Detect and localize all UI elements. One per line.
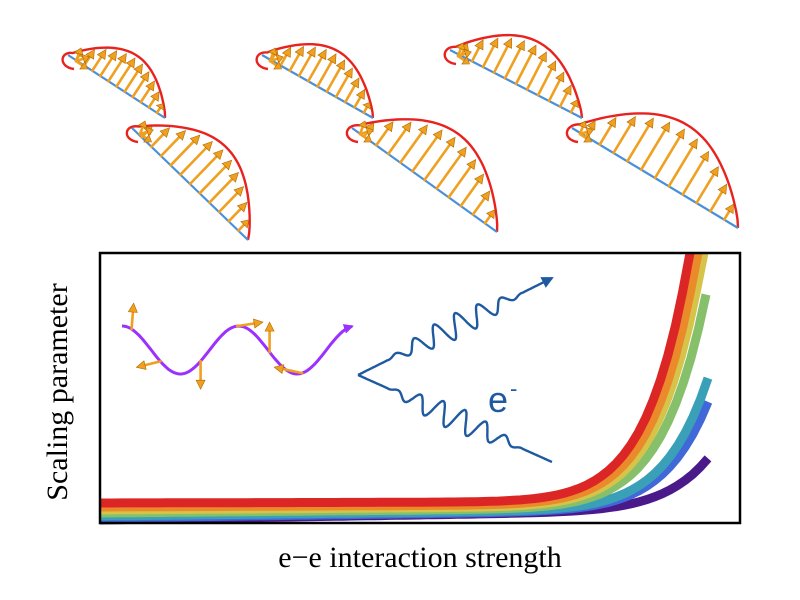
spin-arrow: [343, 77, 360, 104]
spin-arrow: [626, 117, 654, 163]
helix-envelope: [255, 43, 375, 119]
spin-arrow: [179, 141, 213, 176]
spin-arrow: [435, 146, 467, 190]
spin-arrow: [558, 84, 572, 108]
spin-arrow: [208, 171, 239, 204]
spin-helix-icon: [61, 46, 251, 241]
spin-arrow: [334, 67, 353, 99]
spin-arrow: [131, 71, 150, 99]
helix-envelope: [565, 112, 740, 229]
spin-wave-icon: [121, 302, 354, 390]
helix-envelope: [125, 124, 251, 241]
spin-arrow: [325, 59, 346, 94]
spin-arrow: [358, 132, 372, 143]
spin-helix-icon: [255, 43, 499, 233]
spin-arrow: [525, 51, 547, 91]
spin-arrow: [447, 159, 477, 199]
spin-arrow: [598, 116, 617, 146]
spin-arrow: [115, 57, 136, 88]
spin-arrow: [217, 186, 245, 214]
spin-arrow: [90, 48, 107, 73]
spin-arrow: [481, 37, 499, 69]
spin-arrow: [362, 101, 372, 115]
y-axis-label: Scaling parameter: [41, 283, 74, 501]
spin-arrow: [514, 44, 537, 86]
spin-arrow: [578, 132, 592, 143]
spin-arrow: [483, 209, 495, 225]
spin-arrow: [306, 48, 327, 83]
spin-arrow: [653, 128, 685, 180]
spin-arrow: [667, 138, 698, 188]
spin-arrow: [138, 132, 152, 143]
spin-arrow: [188, 149, 224, 186]
helix-envelope: [61, 46, 167, 119]
spin-arrow: [386, 121, 412, 156]
spin-helix-illustrations: [61, 33, 740, 241]
plot-panel: e-: [98, 251, 742, 525]
spin-arrow: [411, 129, 443, 173]
spin-arrow: [147, 91, 160, 109]
spin-arrow: [612, 116, 636, 155]
electron-label: e-: [488, 376, 517, 420]
spin-arrow: [459, 173, 484, 208]
spin-arrow: [536, 60, 557, 97]
spin-arrow: [470, 39, 484, 63]
spin-arrow: [169, 134, 201, 167]
plot-frame: [98, 251, 742, 525]
spin-wave-arrow: [195, 359, 206, 390]
spin-arrow: [268, 59, 282, 70]
spin-arrow: [155, 103, 165, 115]
spin-arrow: [139, 80, 155, 104]
spin-arrow: [471, 190, 491, 216]
helix-envelope: [345, 118, 499, 233]
spin-wave-arrow: [273, 364, 304, 375]
spin-arrow: [709, 183, 728, 213]
spin-arrow: [74, 59, 88, 70]
helix-envelope: [443, 33, 584, 119]
spin-helix-icon: [443, 33, 740, 229]
spin-arrow: [150, 127, 171, 148]
spin-arrow: [503, 40, 525, 80]
spin-wave-arrow: [127, 302, 138, 331]
spin-arrow: [123, 63, 143, 94]
spin-arrow: [288, 45, 304, 73]
scaling-curve: [99, 376, 713, 521]
spin-arrow: [297, 46, 316, 78]
spin-arrow: [316, 53, 337, 88]
spin-arrow: [722, 203, 734, 221]
spin-arrow: [547, 71, 565, 103]
scaling-curves: [99, 252, 713, 525]
spin-arrow: [99, 50, 118, 78]
spin-arrow: [569, 99, 579, 114]
spin-arrow: [107, 52, 127, 83]
spin-arrow: [423, 136, 456, 182]
spin-wave-arrow: [135, 360, 162, 370]
spin-arrow: [227, 201, 248, 223]
spin-arrow: [198, 159, 233, 195]
spin-arrow: [639, 121, 671, 171]
spin-arrow: [159, 130, 187, 158]
spin-arrow: [374, 121, 394, 147]
spin-arrow: [353, 88, 366, 109]
spin-arrow: [456, 54, 470, 65]
spin-arrow: [681, 150, 710, 196]
spin-arrow: [399, 124, 428, 164]
spin-arrow: [237, 219, 250, 232]
spin-arrow: [695, 166, 719, 205]
spin-arrow: [279, 46, 292, 67]
scaling-curve: [100, 252, 695, 508]
photon-scatter-icon: [357, 276, 554, 464]
spin-arrow: [492, 37, 513, 74]
spin-wave-arrow: [235, 318, 264, 329]
spin-wave-arrow: [264, 321, 275, 354]
x-axis-label: e−e interaction strength: [278, 541, 562, 574]
